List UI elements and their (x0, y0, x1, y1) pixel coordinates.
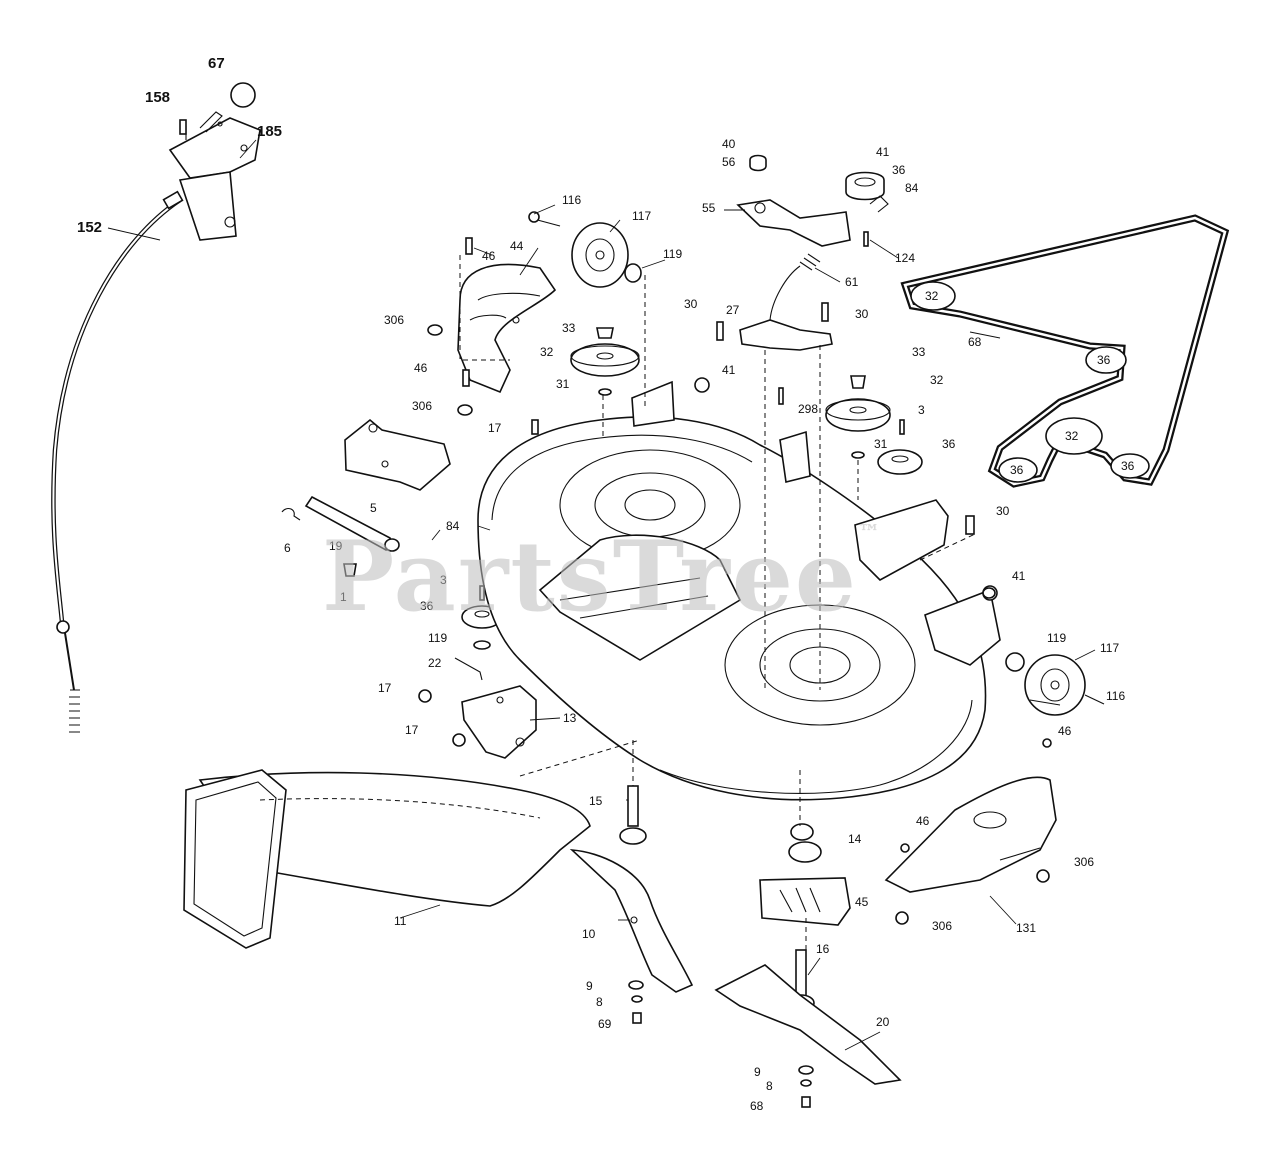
clutch-lever-assembly (168, 82, 261, 241)
callout-8: 69 (598, 1017, 612, 1031)
leader-lines (107, 139, 1096, 1051)
callout-41-mid: 41 (722, 363, 736, 377)
callout-158: 158 (145, 89, 170, 106)
pulleys (461, 211, 1105, 716)
callout-36-left: 36 (420, 599, 434, 613)
callout-31-right: 31 (874, 437, 888, 451)
callout-116-top: 116 (562, 193, 581, 207)
callout-45: 131 (1016, 921, 1036, 935)
callout-44: 44 (510, 239, 524, 253)
callout-152: 152 (77, 219, 102, 236)
callout-41-deck: 41 (1012, 569, 1026, 583)
idler-arm-bracket (694, 154, 889, 393)
callout-9-left: 8 (596, 995, 603, 1009)
callout-260-low: 17 (405, 723, 419, 737)
callout-119-top: 119 (663, 247, 682, 261)
discharge-chute (183, 769, 591, 949)
callout-185: 185 (257, 123, 282, 140)
callout-22: 13 (563, 711, 577, 725)
callout-260-mid: 17 (378, 681, 392, 695)
callout-56: 56 (722, 155, 736, 169)
callout-46-right-top: 46 (1058, 724, 1072, 738)
alignment-lines (459, 255, 976, 950)
callout-68: 68 (968, 335, 982, 349)
deck-hanger-bracket (418, 657, 537, 759)
callout-33-left: 33 (562, 321, 576, 335)
right-belt-cover (884, 738, 1057, 925)
callout-306-low: 306 (932, 919, 952, 933)
callout-17: 298 (798, 402, 818, 416)
callout-30-right: 30 (855, 307, 869, 321)
watermark-text: PartsTree (322, 520, 858, 633)
callout-30-deck: 30 (996, 504, 1010, 518)
callout-30-left: 30 (684, 297, 698, 311)
callout-67: 67 (208, 55, 225, 72)
left-spindle-and-blade (569, 785, 694, 1024)
callout-1: 84 (446, 519, 460, 533)
belt-pulley-36-c: 36 (1121, 459, 1135, 473)
deck-belt (900, 214, 1230, 488)
callout-labels: 67 158 185 152 40 56 41 36 84 55 116 117… (77, 55, 1135, 1113)
callout-10-right: 9 (754, 1065, 761, 1079)
callout-19: 1 (340, 590, 347, 604)
watermark-trademark: ™ (857, 520, 882, 546)
callout-46-right: 46 (916, 814, 930, 828)
callout-15: 14 (848, 832, 862, 846)
belt-pulley-32-top: 32 (925, 289, 939, 303)
deck-bracket-and-rod (281, 418, 451, 577)
callout-5: 6 (284, 541, 291, 555)
callout-119-right: 119 (1047, 631, 1066, 645)
callout-55: 55 (702, 201, 716, 215)
callout-306-mid: 306 (412, 399, 432, 413)
left-belt-cover (457, 263, 557, 394)
callout-14: 45 (855, 895, 869, 909)
callout-32-right: 32 (930, 373, 944, 387)
callout-46-mid: 46 (414, 361, 428, 375)
clutch-cable (51, 190, 184, 733)
callout-10-left: 9 (586, 979, 593, 993)
callout-69: 16 (816, 942, 830, 956)
callout-20: 68 (750, 1099, 764, 1113)
callout-116-right: 116 (1106, 689, 1125, 703)
spindle-housing (759, 823, 851, 926)
watermark: PartsTree™ (322, 520, 882, 633)
callout-3: 5 (370, 501, 377, 515)
callout-260-top: 17 (488, 421, 502, 435)
callout-117-right: 117 (1100, 641, 1119, 655)
callout-298-left: 3 (440, 573, 447, 587)
callout-13: 15 (589, 794, 603, 808)
callout-36-right: 36 (942, 437, 956, 451)
callout-84-top: 84 (905, 181, 919, 195)
hardware-fasteners (179, 119, 996, 601)
callout-131: 11 (394, 914, 407, 928)
belt-pulley-32-mid: 32 (1065, 429, 1079, 443)
belt-pulley-36-b: 36 (1010, 463, 1024, 477)
callout-11: 10 (582, 927, 596, 941)
callout-41-top: 41 (876, 145, 890, 159)
callout-46-top: 46 (482, 249, 496, 263)
callout-31-left: 31 (556, 377, 570, 391)
callout-298-top: 3 (918, 403, 925, 417)
callout-16: 20 (876, 1015, 890, 1029)
callout-33-right: 33 (912, 345, 926, 359)
callout-36-top: 36 (892, 163, 906, 177)
callout-84-left: 22 (428, 656, 442, 670)
callout-32-left: 32 (540, 345, 554, 359)
callout-306-top: 306 (384, 313, 404, 327)
callout-40: 40 (722, 137, 736, 151)
callout-9-right: 8 (766, 1079, 773, 1093)
callout-117-top: 117 (632, 209, 651, 223)
callout-6: 19 (329, 539, 343, 553)
callout-119-left: 119 (428, 631, 447, 645)
callout-27: 27 (726, 303, 740, 317)
mower-deck-shell (477, 380, 1001, 801)
callout-306-right: 306 (1074, 855, 1094, 869)
belt-pulley-36-a: 36 (1097, 353, 1111, 367)
callout-124: 124 (895, 251, 915, 265)
right-spindle-and-blade (714, 949, 902, 1108)
callout-61: 61 (845, 275, 859, 289)
